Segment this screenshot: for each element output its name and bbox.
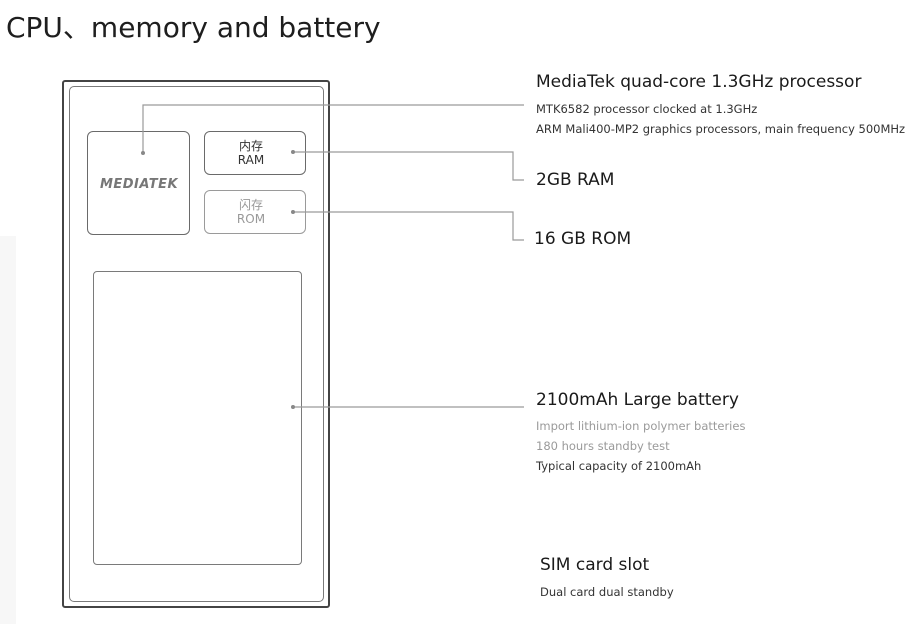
gpu-detail: ARM Mali400-MP2 graphics processors, mai… [536,122,905,136]
sim-detail: Dual card dual standby [540,585,674,599]
battery-detail-3: Typical capacity of 2100mAh [536,459,702,473]
phone-outline [62,80,330,608]
cpu-detail: MTK6582 processor clocked at 1.3GHz [536,102,758,116]
ram-chip-label: 内存 RAM [205,139,297,167]
battery-heading: 2100mAh Large battery [536,390,739,410]
rom-anchor-dot [291,210,295,214]
side-strip [0,236,16,624]
cpu-heading: MediaTek quad-core 1.3GHz processor [536,72,862,92]
rom-chip-label: 闪存 ROM [205,198,297,226]
rom-heading: 16 GB ROM [534,229,632,249]
ram-chip: 内存 RAM [204,131,306,175]
battery-detail-2: 180 hours standby test [536,439,670,453]
battery-outline [93,271,302,565]
cpu-chip [87,131,190,235]
ram-anchor-dot [291,150,295,154]
ram-heading: 2GB RAM [536,170,615,190]
battery-detail-1: Import lithium-ion polymer batteries [536,419,746,433]
phone-inner-outline [69,86,324,602]
cpu-anchor-dot [141,151,145,155]
ram-label-en: RAM [237,153,265,167]
rom-label-en: ROM [236,212,266,226]
cpu-leader-line [142,104,524,153]
sim-heading: SIM card slot [540,555,650,575]
rom-label-cn: 闪存 [238,198,263,212]
mediatek-logo: MEDIATEK [99,177,179,192]
ram-label-cn: 内存 [238,139,263,153]
ram-leader-line [293,151,524,181]
battery-anchor-dot [291,405,295,409]
rom-leader-line [293,211,524,241]
page-title: CPU、memory and battery [6,11,381,44]
